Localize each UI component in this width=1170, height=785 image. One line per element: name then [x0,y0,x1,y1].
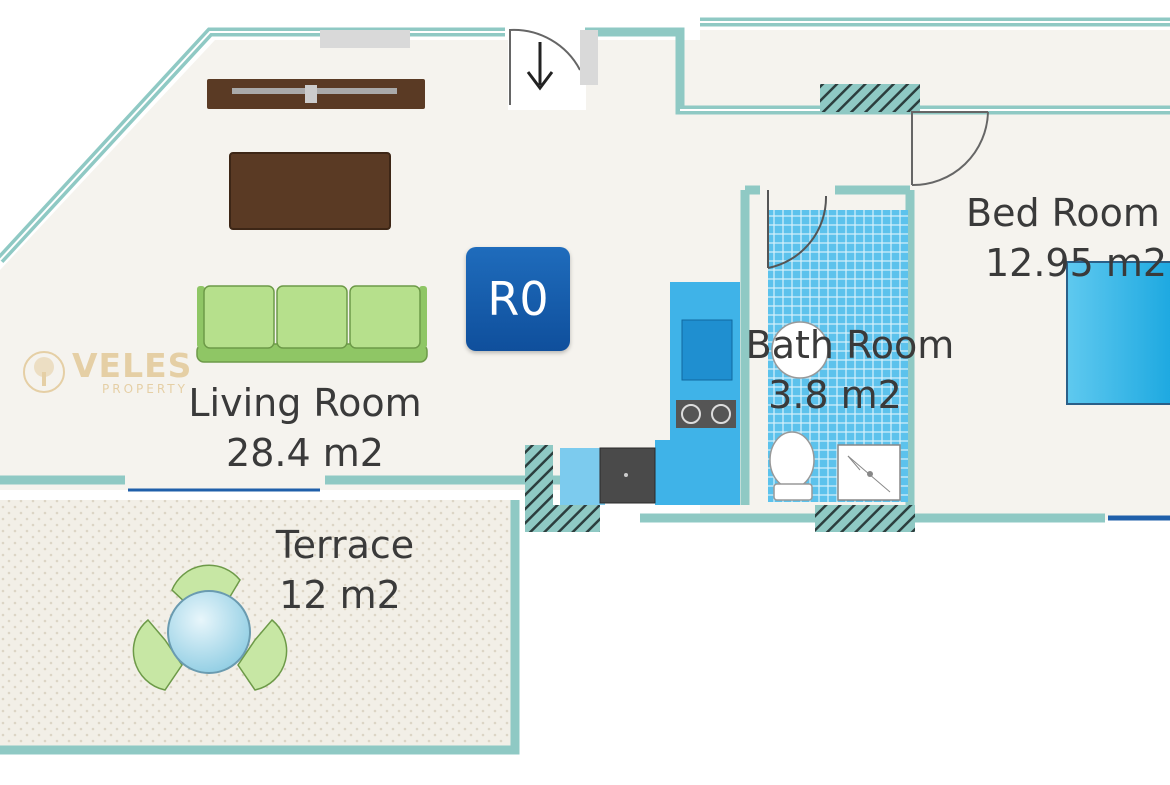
bed [1066,261,1170,405]
living-room-floor [0,40,700,490]
corridor-floor [700,30,1170,100]
bedroom-door [911,111,989,187]
terrace-table-set [132,564,288,691]
column-left-base [525,505,600,532]
unit-badge: R0 [466,247,570,351]
terrace-label: Terrace 12 m2 [240,520,450,620]
bath-room-label: Bath Room 3.8 m2 [730,320,970,420]
bath-room-name: Bath Room [745,323,955,367]
shower [837,444,901,501]
coffee-table [229,152,391,230]
watermark-brand: VELES [72,346,193,385]
terrace-area: 12 m2 [279,573,401,617]
bathroom-sink [771,321,829,379]
terrace-floor [0,500,515,750]
watermark-tagline: PROPERTY [102,382,188,396]
veles-watermark: VELES PROPERTY [22,346,212,396]
bed-room-label: Bed Room 12.95 m2 [960,188,1170,288]
bathroom-door [767,190,828,269]
terrace-name: Terrace [275,523,415,567]
living-room-name: Living Room [188,381,422,425]
bed-room-area: 12.95 m2 [985,241,1168,285]
column-top [820,84,920,112]
bath-room-area: 3.8 m2 [768,373,902,417]
tv-unit [207,79,425,109]
living-room-label: Living Room 28.4 m2 [165,378,445,478]
toilet [769,431,815,501]
tree-logo-icon [23,351,65,393]
kitchen-counter [560,282,740,505]
bed-room-name: Bed Room [966,191,1160,235]
living-room-area: 28.4 m2 [226,431,384,475]
column-bath [815,505,915,532]
entrance-door [508,28,598,110]
window-top [320,30,410,48]
sofa [196,285,428,363]
